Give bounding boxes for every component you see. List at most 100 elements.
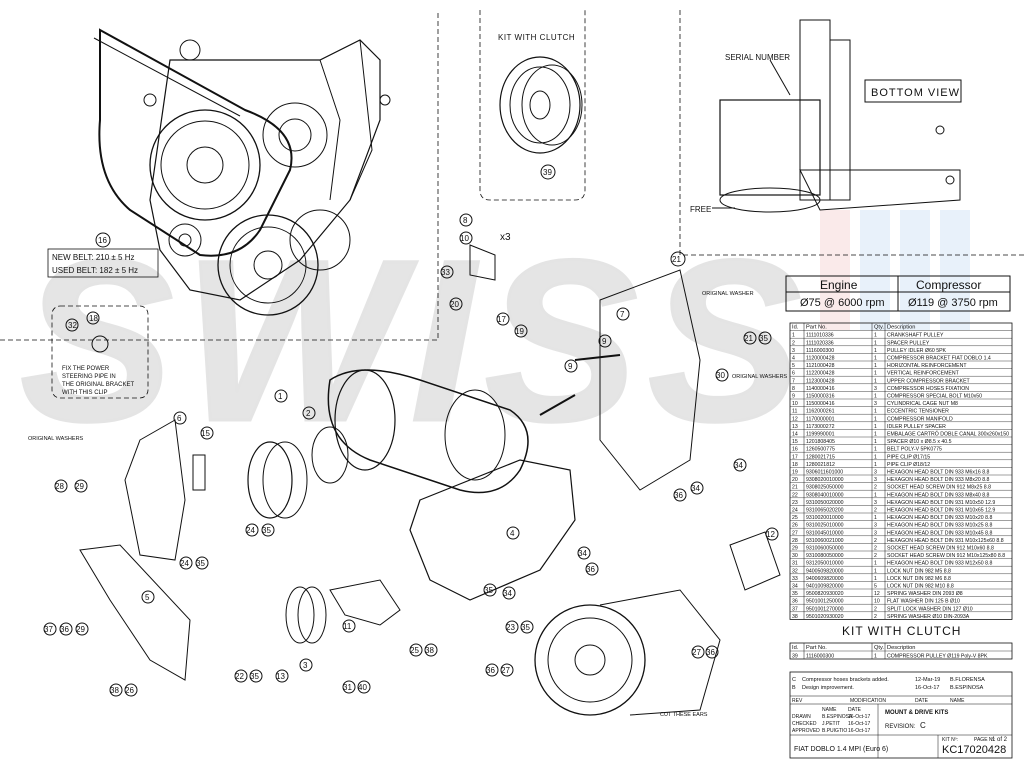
kit-with-clutch-view: KIT WITH CLUTCH 39	[498, 33, 583, 180]
parts-table-cell: PIPE CLIP Ø18/12	[887, 462, 930, 468]
parts-table-cell: 14	[792, 432, 798, 438]
callout-6: 6	[177, 414, 182, 423]
callout-27b: 27	[501, 666, 510, 675]
parts-table-cell: 3	[874, 523, 877, 529]
parts-table-cell: UPPER COMPRESSOR BRACKET	[887, 378, 971, 384]
callout-5: 5	[145, 593, 150, 602]
callout-23: 23	[506, 623, 515, 632]
revision-date: 12-Mar-19	[915, 677, 940, 683]
callout-34d: 34	[578, 549, 587, 558]
parts-table-cell: 1150000316	[806, 394, 835, 400]
callout-36c: 36	[586, 565, 595, 574]
parts-table-cell: EMBALAGE CARTRÓ DOBLE CANAL 300x260x150	[887, 431, 1009, 438]
parts-table-cell: HEXAGON HEAD BOLT DIN 931 M10x65 12.9	[887, 508, 995, 514]
model-name: FIAT DOBLO 1.4 MPI (Euro 6)	[794, 746, 888, 753]
callout-17: 17	[497, 315, 506, 324]
parts-table-cell: 35	[792, 591, 798, 597]
sign-cell: DRAWN	[792, 714, 811, 720]
parts-table-header: Id.	[792, 325, 799, 331]
speed-table: Engine Compressor Ø75 @ 6000 rpm Ø119 @ …	[785, 275, 1011, 312]
parts-table-cell: 9310050020000	[806, 500, 844, 506]
revision-date: 16-Oct-17	[915, 685, 939, 691]
parts-table-cell: SPLIT LOCK WASHER DIN 127 Ø10	[887, 606, 973, 612]
parts-table-cell: 1111020336	[806, 340, 834, 346]
parts-table-cell: COMPRESSOR SPECIAL BOLT M10x50	[887, 394, 982, 400]
parts-table-cell: 38	[792, 614, 798, 620]
parts-table-cell: 10	[874, 599, 880, 605]
callout-24a: 24	[246, 526, 255, 535]
parts-table-cell: 2	[874, 606, 877, 612]
parts-table-cell: 1140000416	[806, 386, 835, 392]
callout-19: 19	[515, 327, 524, 336]
category-label: MOUNT & DRIVE KITS	[885, 710, 948, 716]
parts-table-cell: 12	[792, 416, 798, 422]
parts-table-cell: 1173000272	[806, 424, 835, 430]
sign-cell: B.ESPINOSA	[822, 714, 853, 720]
revision-letter: C	[792, 677, 796, 683]
revision-description: Compressor hoses brackets added.	[802, 677, 889, 683]
parts-table-cell: 13	[792, 424, 798, 430]
sign-header: NAME	[822, 707, 837, 713]
parts-table-cell: 17	[792, 454, 798, 460]
parts-table-cell: 9308025050000	[806, 485, 844, 491]
parts-table-cell: LOCK NUT DIN 982 M10 8.8	[887, 584, 954, 590]
parts-table-cell: 1122000428	[806, 371, 835, 377]
parts-table-cell: 1116000300	[806, 348, 834, 354]
callout-40: 40	[358, 683, 367, 692]
parts-table-cell: 12	[874, 591, 880, 597]
parts-table-cell: COMPRESSOR HOSES FIXATION	[887, 386, 969, 392]
callout-9a: 9	[602, 337, 607, 346]
parts-table-cell: 1150000416	[806, 401, 835, 407]
parts-table-cell: 3	[874, 386, 877, 392]
parts-table-cell: 1201808405	[806, 439, 835, 445]
parts-table-cell: 1	[874, 576, 877, 582]
callout-38b: 38	[425, 646, 434, 655]
callout-15: 15	[201, 429, 210, 438]
parts-table-cell: 26	[792, 523, 798, 529]
parts-table-cell: 27	[792, 530, 798, 536]
sign-cell: 16-Oct-17	[848, 714, 870, 720]
parts-table-cell: 8	[792, 386, 795, 392]
parts-table-cell: HEXAGON HEAD BOLT DIN 933 M10x45 8.8	[887, 530, 992, 536]
parts-table-cell: 1	[874, 371, 877, 377]
parts-table-cell: 1	[874, 454, 877, 460]
parts-table-cell: 9310025010000	[806, 523, 844, 529]
parts-table-cell: 1	[874, 424, 877, 430]
engine-label: Engine	[820, 278, 858, 292]
parts-table-cell: HEXAGON HEAD BOLT DIN 933 M6x16 8.8	[887, 470, 990, 476]
callout-16: 16	[98, 236, 107, 245]
belt-tension-box: NEW BELT: 210 ± 5 Hz USED BELT: 182 ± 5 …	[47, 248, 159, 278]
parts-table-cell: 3	[874, 530, 877, 536]
callout-x3: x3	[500, 232, 511, 243]
revision-value: C	[920, 721, 926, 730]
parts-table-cell: 3	[874, 500, 877, 506]
parts-table-cell: 9310060050000	[806, 546, 844, 552]
kit-table-cell: 39	[792, 654, 798, 660]
original-washers-left-label: ORIGINAL WASHERS	[28, 436, 84, 442]
parts-table-frame	[789, 322, 1013, 620]
callout-22: 22	[235, 672, 244, 681]
callout-36a: 36	[674, 491, 683, 500]
revision-label: REVISION:	[885, 724, 916, 730]
parts-table-cell: 18	[792, 462, 798, 468]
callout-37: 37	[44, 625, 53, 634]
callout-38a: 38	[110, 686, 119, 695]
free-label: FREE	[690, 205, 711, 214]
parts-table-header: Part No.	[806, 325, 827, 331]
parts-table-cell: 9501001250000	[806, 599, 844, 605]
parts-table-cell: 2	[874, 614, 877, 620]
revision-author: B.FLORENSA	[950, 677, 985, 683]
parts-table-cell: 9310060021000	[806, 538, 844, 544]
parts-table-cell: SOCKET HEAD SCREW DIN 912 M10x60 8.8	[887, 546, 994, 552]
parts-table-cell: SPACER Ø10 x Ø8.5 x 40.5	[887, 439, 952, 445]
parts-table-cell: 19	[792, 470, 798, 476]
parts-table-cell: 25	[792, 515, 798, 521]
sign-cell: B.PUIGTIO	[822, 728, 847, 734]
bottom-view-title: BOTTOM VIEW	[871, 87, 960, 99]
parts-table-cell: 29	[792, 546, 798, 552]
parts-table-cell: 3	[792, 348, 795, 354]
kit-table-title: KIT WITH CLUTCH	[842, 624, 961, 638]
callout-34a: 34	[734, 461, 743, 470]
callout-34b: 34	[691, 484, 700, 493]
callout-35e: 35	[484, 586, 493, 595]
